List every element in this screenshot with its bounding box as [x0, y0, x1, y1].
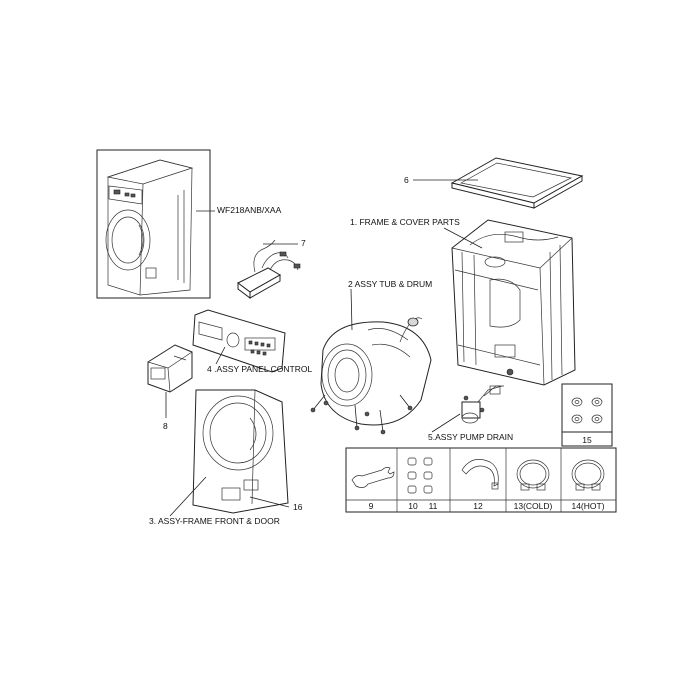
part-3-label: 3. ASSY-FRAME FRONT & DOOR — [149, 516, 280, 526]
model-label: WF218ANB/XAA — [217, 205, 282, 215]
hot-hose-icon — [571, 459, 605, 491]
reference-washer-image — [96, 149, 211, 299]
accessories-table: 9 10 11 12 13(COLD) 14(HOT) — [345, 447, 617, 513]
part-4-panel-control — [192, 309, 286, 373]
part-15-label: 15 — [582, 435, 592, 445]
part-16-label: 16 — [293, 502, 303, 512]
part-5-label: 5.ASSY PUMP DRAIN — [428, 432, 513, 442]
accessory-11-label: 11 — [429, 501, 438, 511]
cold-hose-icon — [516, 459, 550, 491]
part-4-label: 4 .ASSY PANEL CONTROL — [207, 364, 312, 374]
part-3-frame-front-door — [192, 389, 289, 514]
wrench-icon — [351, 466, 395, 488]
accessory-10-label: 10 — [408, 501, 418, 511]
part-2-tub-drum — [310, 317, 432, 435]
part-1-label: 1. FRAME & COVER PARTS — [350, 217, 460, 227]
part-5-pump-drain — [461, 385, 504, 424]
part-7-label: 7 — [301, 238, 306, 248]
accessory-9-label: 9 — [369, 501, 374, 511]
accessory-13-label: 13(COLD) — [514, 501, 553, 511]
part-6-label: 6 — [404, 175, 409, 185]
part-8-detergent-drawer — [147, 344, 193, 393]
caps-icon — [407, 457, 433, 494]
accessory-14-label: 14(HOT) — [571, 501, 604, 511]
part-2-label: 2 ASSY TUB & DRUM — [348, 279, 432, 289]
accessory-12-label: 12 — [473, 501, 483, 511]
hose-guide-icon — [461, 459, 499, 490]
part-15-feet-box — [561, 383, 613, 447]
part-8-label: 8 — [163, 421, 168, 431]
part-1-frame-cabinet — [451, 219, 576, 386]
part-6-top-cover — [450, 157, 584, 209]
part-7-pcb-assembly — [237, 239, 301, 299]
